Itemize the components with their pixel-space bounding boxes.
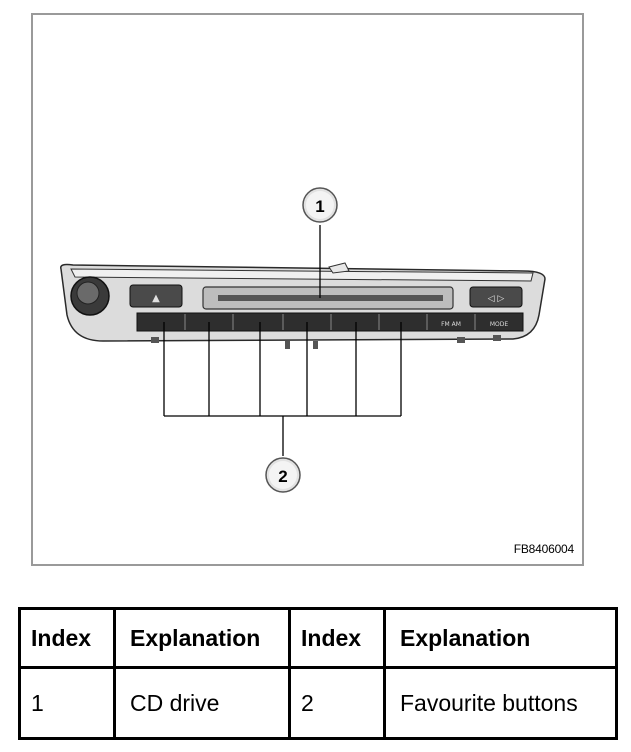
legend-explanation-cell: CD drive	[113, 666, 291, 740]
eject-button	[129, 284, 183, 308]
figure-id: FB8406004	[513, 542, 574, 556]
header-index-2: Index	[288, 607, 386, 669]
callout-1-number: 1	[315, 197, 324, 216]
header-index-1: Index	[18, 607, 116, 669]
illustration-frame: ▲ ◁ ▷ FM AM MODE 1	[31, 13, 584, 566]
seek-button-label: ◁ ▷	[488, 294, 505, 304]
panel-top-lip	[70, 268, 534, 282]
seek-button	[469, 286, 523, 308]
cd-slot	[218, 295, 443, 301]
callout-2-number: 2	[278, 467, 287, 486]
panel-tab	[328, 262, 350, 274]
favourite-button-dividers	[184, 314, 476, 330]
fm-am-label: FM AM	[441, 321, 461, 328]
header-explanation-2: Explanation	[383, 607, 618, 669]
legend-row: 1 CD drive 2 Favourite buttons	[18, 666, 618, 740]
mode-label: MODE	[490, 321, 509, 328]
callout-2-leaders	[163, 322, 402, 456]
mounting-tabs	[151, 335, 501, 349]
eject-button-label: ▲	[152, 293, 160, 304]
volume-knob-cap	[76, 281, 100, 305]
legend-header-row: Index Explanation Index Explanation	[18, 607, 618, 669]
legend-index-cell: 2	[288, 666, 386, 740]
header-explanation-1: Explanation	[113, 607, 291, 669]
button-strip	[136, 312, 524, 332]
legend-table: Index Explanation Index Explanation 1 CD…	[18, 607, 618, 740]
radio-panel-illustration: ▲ ◁ ▷ FM AM MODE 1	[60, 187, 546, 493]
legend-index-cell: 1	[18, 666, 116, 740]
legend-explanation-cell: Favourite buttons	[383, 666, 618, 740]
